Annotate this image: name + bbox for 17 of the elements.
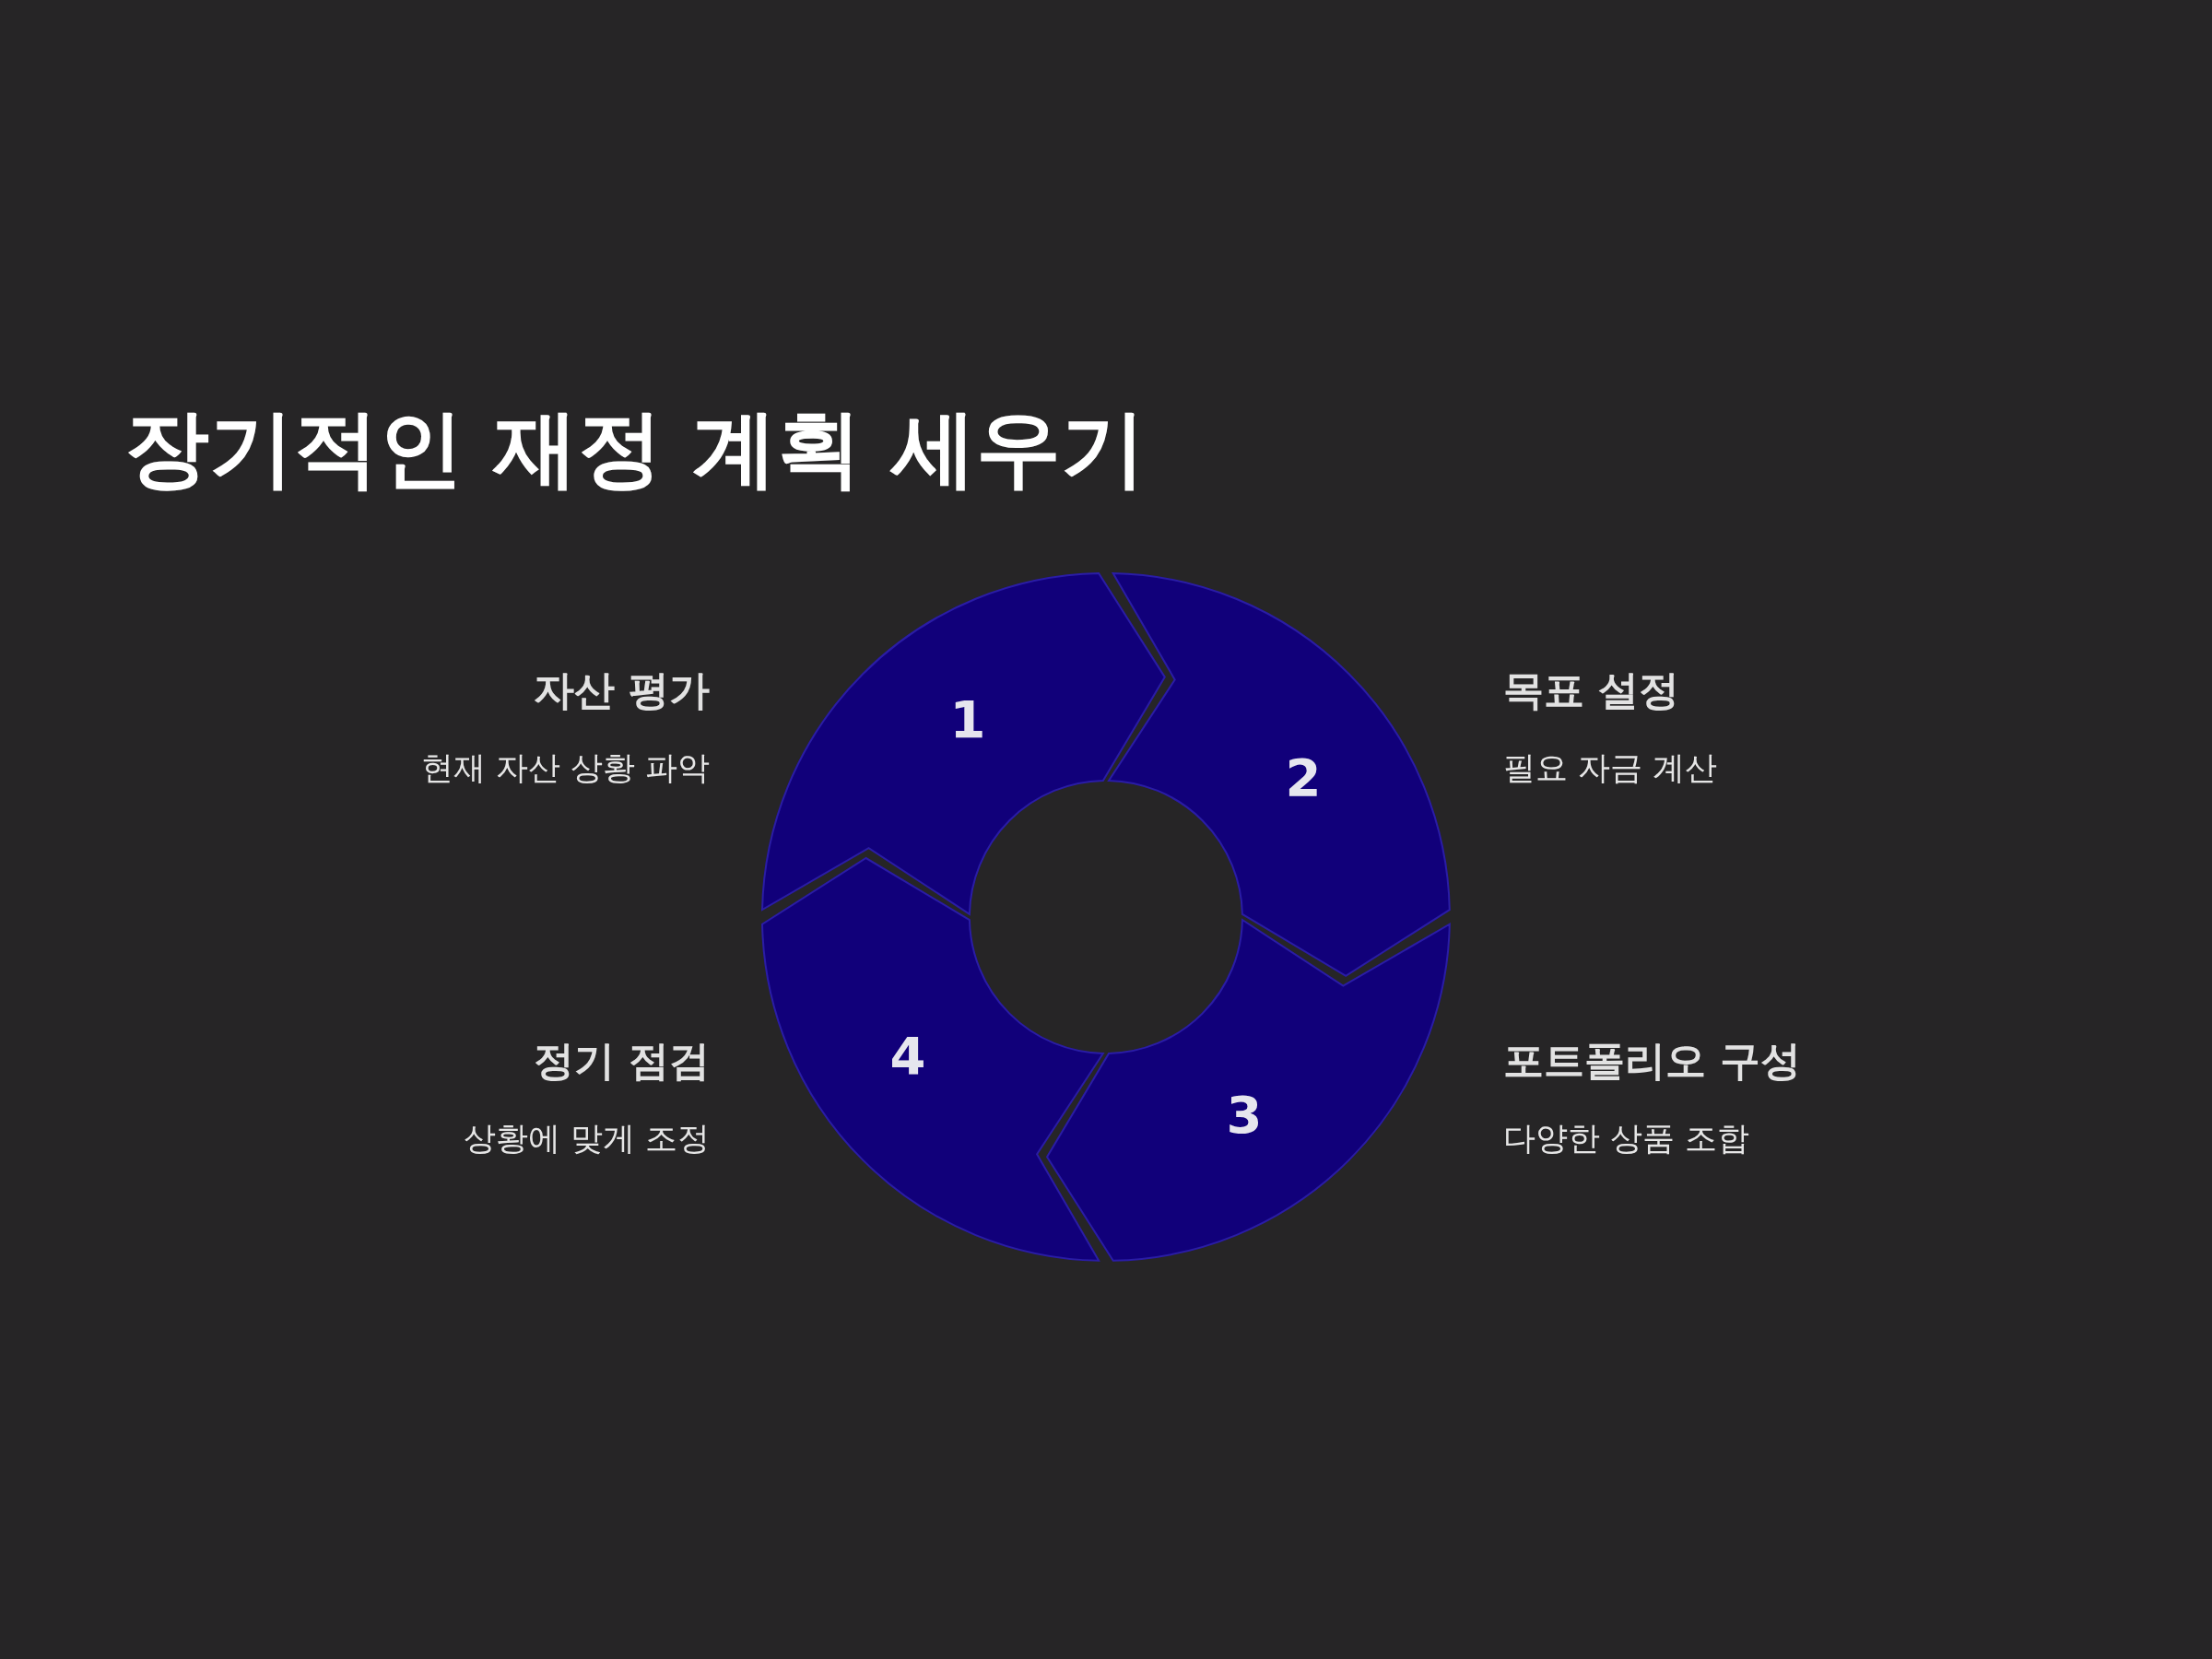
cycle-segment xyxy=(1044,917,1453,1264)
step-number: 2 xyxy=(1285,747,1322,807)
step-description: 현재 자산 상황 파악 xyxy=(420,748,710,788)
step-description: 다양한 상품 조합 xyxy=(1503,1119,1750,1159)
cycle-segment xyxy=(759,571,1168,917)
step-number: 3 xyxy=(1226,1084,1263,1145)
step-heading: 포트폴리오 구성 xyxy=(1503,1036,1802,1086)
step-description: 상황에 맞게 조정 xyxy=(463,1119,710,1159)
title: 장기적인 재정 계획 세우기 xyxy=(124,398,1147,500)
step-number: 4 xyxy=(889,1025,926,1086)
cycle-segment xyxy=(759,855,1106,1264)
cycle-segment xyxy=(1106,571,1453,979)
step-heading: 목표 설정 xyxy=(1503,665,1680,715)
step-heading: 정기 점검 xyxy=(533,1036,710,1086)
step-heading: 자산 평가 xyxy=(533,665,710,715)
step-number: 1 xyxy=(949,688,986,749)
step-description: 필요 자금 계산 xyxy=(1503,748,1718,788)
